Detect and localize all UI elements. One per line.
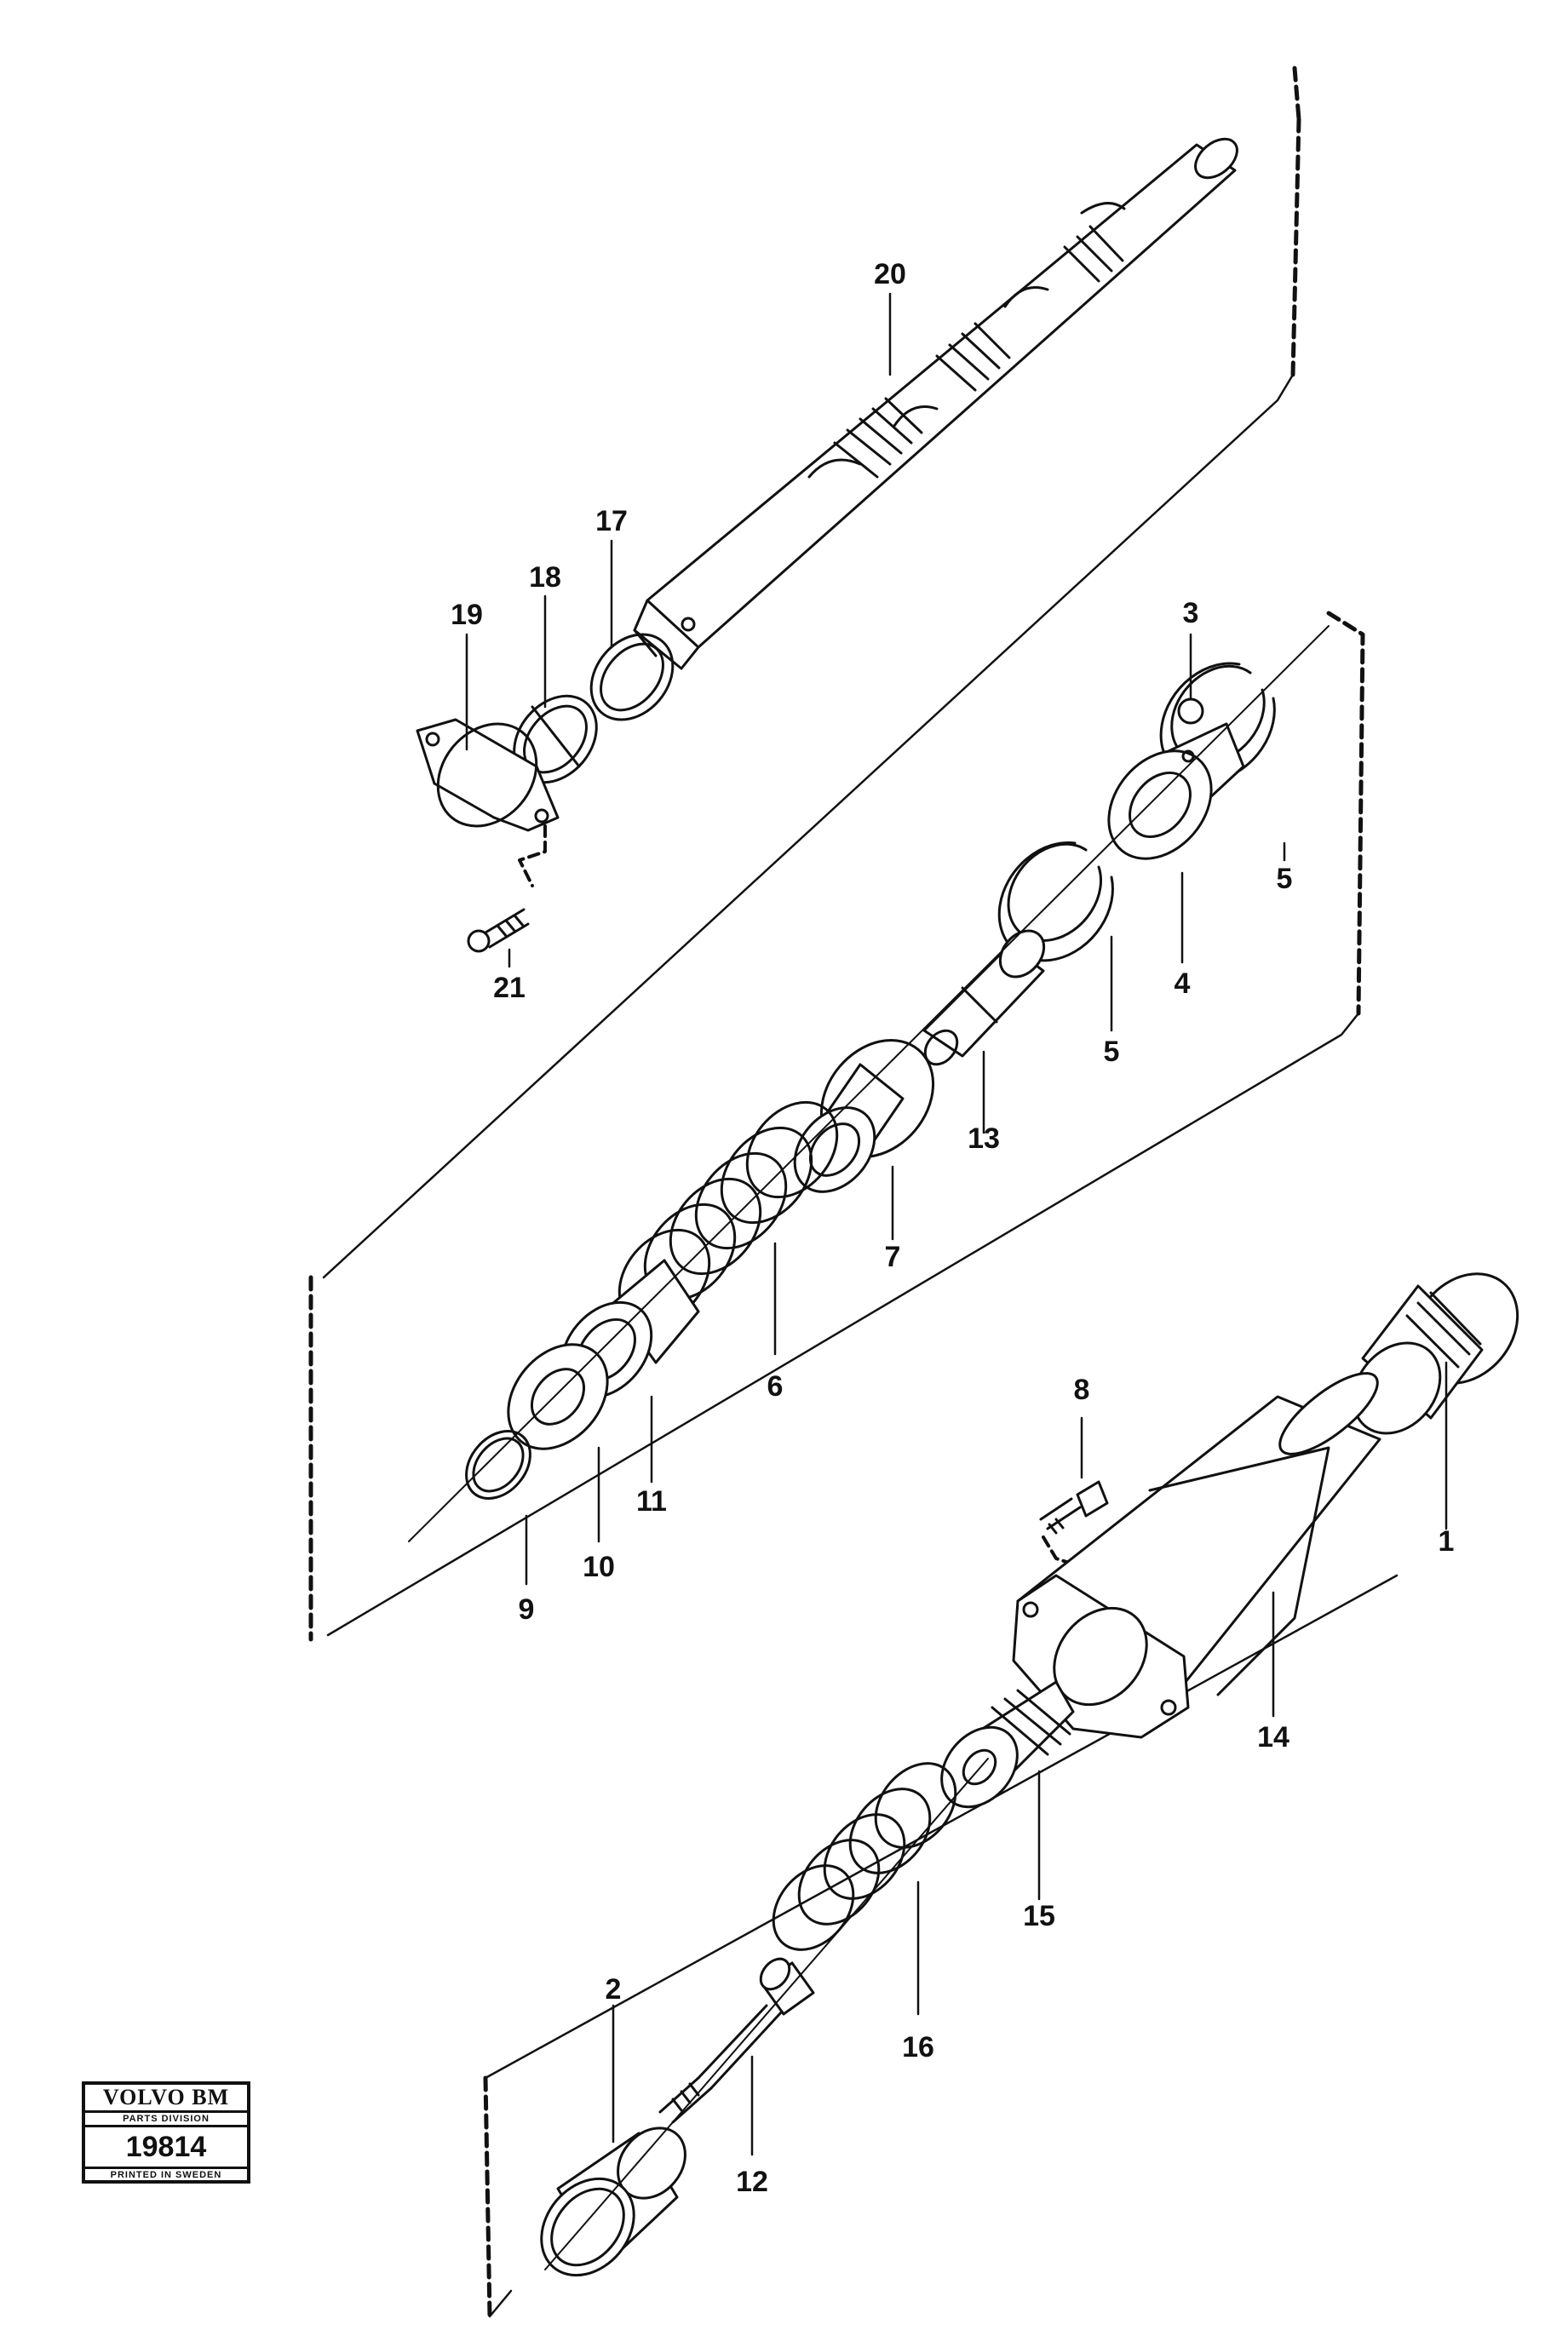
part-19-flange-gasket	[416, 718, 560, 832]
part-7-spring-seat	[793, 1039, 935, 1193]
callout-18: 18	[529, 561, 561, 594]
callout-3: 3	[1182, 597, 1199, 629]
part-2-cap	[540, 2127, 686, 2277]
shaft-lands	[807, 202, 1126, 479]
part-21-screw	[467, 824, 547, 953]
callout-21: 21	[493, 972, 526, 1004]
part-4-bushing	[1107, 722, 1245, 860]
callout-5-lower: 5	[1103, 1036, 1120, 1068]
stamp-illustration-number: 19814	[85, 2127, 247, 2169]
callout-15: 15	[1023, 1900, 1055, 1932]
group-boundary-upper	[322, 66, 1301, 1279]
axis-line-lower	[544, 1758, 989, 2270]
part-14-valve-housing	[1012, 1372, 1381, 1739]
parts-division-stamp: VOLVO BM PARTS DIVISION 19814 PRINTED IN…	[82, 2081, 250, 2184]
part-10-washer	[507, 1343, 609, 1450]
callout-2: 2	[605, 1973, 622, 2006]
callout-11: 11	[636, 1485, 667, 1518]
part-6-spring	[617, 1100, 839, 1327]
group-boundary-middle	[308, 611, 1365, 1642]
callout-4: 4	[1174, 967, 1191, 1000]
part-16-spring	[772, 1762, 957, 1951]
callout-19: 19	[451, 599, 483, 631]
leader-lines	[465, 292, 1448, 2156]
part-1-plug	[1352, 1272, 1519, 1435]
callout-7: 7	[884, 1241, 901, 1273]
part-9-o-ring	[465, 1430, 531, 1500]
part-17-o-ring	[589, 633, 675, 721]
callout-17: 17	[595, 505, 628, 537]
callout-12: 12	[736, 2166, 768, 2198]
callout-1: 1	[1438, 1525, 1455, 1558]
stamp-printed-in: PRINTED IN SWEDEN	[110, 2170, 222, 2180]
callout-13: 13	[968, 1122, 1000, 1155]
stamp-brand: VOLVO BM	[85, 2085, 247, 2113]
callout-20: 20	[874, 258, 906, 290]
callout-10: 10	[583, 1551, 615, 1583]
callout-5-upper: 5	[1276, 863, 1293, 895]
callout-9: 9	[518, 1593, 535, 1626]
part-3-ball	[1177, 697, 1204, 725]
callout-16: 16	[902, 2031, 934, 2063]
part-12-valve-stem	[658, 1957, 815, 2124]
part-20-spool-shaft	[633, 137, 1238, 670]
part-13-piston	[922, 929, 1046, 1066]
callout-6: 6	[767, 1370, 784, 1403]
callout-8: 8	[1073, 1374, 1090, 1406]
part-15-piston	[940, 1680, 1075, 1809]
stamp-division: PARTS DIVISION	[85, 2113, 247, 2127]
axis-line-middle	[408, 625, 1330, 1542]
callout-14: 14	[1257, 1721, 1289, 1753]
